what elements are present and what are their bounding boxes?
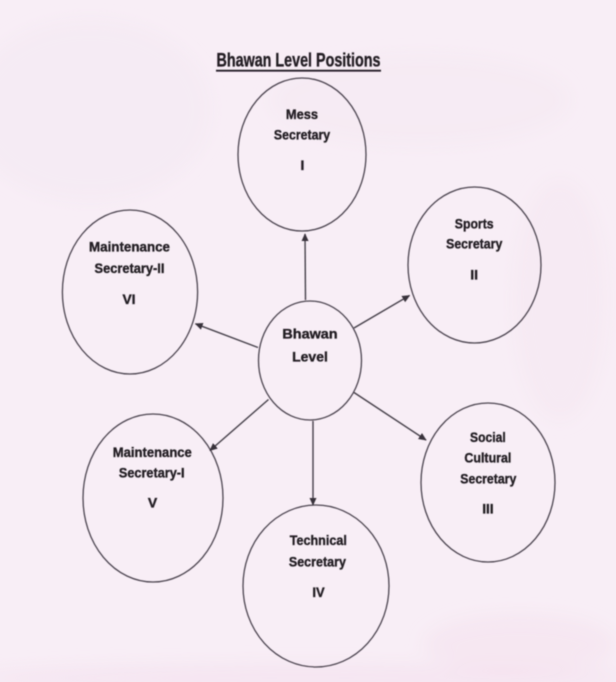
svg-text:Level: Level (292, 348, 328, 364)
svg-text:Secretary: Secretary (274, 127, 330, 143)
svg-text:Maintenance: Maintenance (113, 444, 192, 460)
svg-text:Secretary-I: Secretary-I (119, 464, 185, 480)
svg-text:IV: IV (312, 584, 325, 600)
svg-text:Technical: Technical (290, 532, 347, 548)
svg-text:Bhawan Level Positions: Bhawan Level Positions (217, 51, 381, 72)
svg-text:Bhawan: Bhawan (282, 326, 337, 342)
svg-text:Secretary: Secretary (289, 553, 346, 569)
svg-text:II: II (470, 266, 478, 282)
svg-text:Cultural: Cultural (464, 449, 511, 465)
svg-text:Mess: Mess (286, 106, 318, 122)
svg-text:I: I (301, 157, 305, 173)
svg-text:III: III (482, 501, 493, 517)
svg-text:VI: VI (122, 291, 135, 307)
svg-text:Maintenance: Maintenance (89, 239, 170, 255)
svg-text:Sports: Sports (455, 215, 494, 231)
svg-text:Secretary: Secretary (460, 470, 516, 486)
svg-text:V: V (148, 494, 158, 510)
svg-text:Secretary: Secretary (446, 235, 502, 251)
svg-text:Social: Social (470, 429, 506, 445)
svg-text:Secretary-II: Secretary-II (95, 260, 165, 276)
